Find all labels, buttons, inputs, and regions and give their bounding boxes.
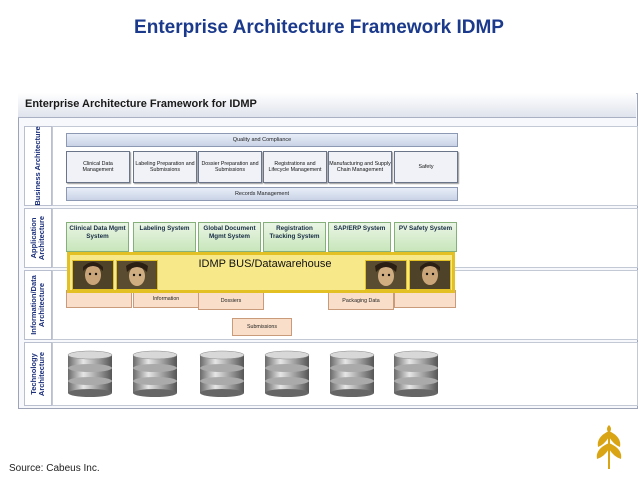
quality-compliance-bar: Quality and Compliance <box>66 133 458 147</box>
database-icon <box>264 350 310 397</box>
app-box-sap-erp: SAP/ERP System <box>328 222 391 252</box>
business-box-registrations: Registrations and Lifecycle Management <box>263 151 327 183</box>
business-box-dossier: Dossier Preparation and Submissions <box>198 151 262 183</box>
database-icon <box>199 350 245 397</box>
layer-label-information: Information/Data Architecture <box>24 270 52 340</box>
slide-title: Enterprise Architecture Framework IDMP <box>134 17 504 38</box>
database-icon <box>67 350 113 397</box>
business-architecture-label: Business Architecture <box>33 126 42 206</box>
framework-header <box>18 93 636 118</box>
app-box-registration-tracking: Registration Tracking System <box>263 222 326 252</box>
database-icon <box>132 350 178 397</box>
information-architecture-label: Information/Data Architecture <box>29 275 46 335</box>
app-box-pv-safety: PV Safety System <box>394 222 457 252</box>
leaf-logo-icon <box>596 425 622 469</box>
person-avatar <box>72 260 114 290</box>
app-box-clinical-data: Clinical Data Mgmt System <box>66 222 129 252</box>
idmp-bus-label: IDMP BUS/Datawarehouse <box>198 258 332 270</box>
info-box-dossiers: Dossiers <box>198 292 264 310</box>
business-box-safety: Safety <box>394 151 458 183</box>
info-box-submissions: Submissions <box>232 318 292 336</box>
framework-title: Enterprise Architecture Framework for ID… <box>25 98 257 110</box>
database-icon <box>393 350 439 397</box>
source-note: Source: Cabeus Inc. <box>9 463 100 474</box>
business-box-clinical: Clinical Data Management <box>66 151 130 183</box>
records-management-bar: Records Management <box>66 187 458 201</box>
business-box-manufacturing: Manufacturing and Supply Chain Managemen… <box>328 151 392 183</box>
business-box-labeling: Labeling Preparation and Submissions <box>133 151 197 183</box>
layer-label-business: Business Architecture <box>24 126 52 206</box>
person-avatar <box>409 260 451 290</box>
layer-label-technology: Technology Architecture <box>24 342 52 406</box>
application-architecture-label: Application Architecture <box>29 215 46 261</box>
layer-label-application: Application Architecture <box>24 208 52 268</box>
info-box-packaging: Packaging Data <box>328 292 394 310</box>
technology-architecture-label: Technology Architecture <box>29 351 46 397</box>
person-avatar <box>116 260 158 290</box>
database-icon <box>329 350 375 397</box>
app-box-global-document: Global Document Mgmt System <box>198 222 261 252</box>
person-avatar <box>365 260 407 290</box>
app-box-labeling: Labeling System <box>133 222 196 252</box>
